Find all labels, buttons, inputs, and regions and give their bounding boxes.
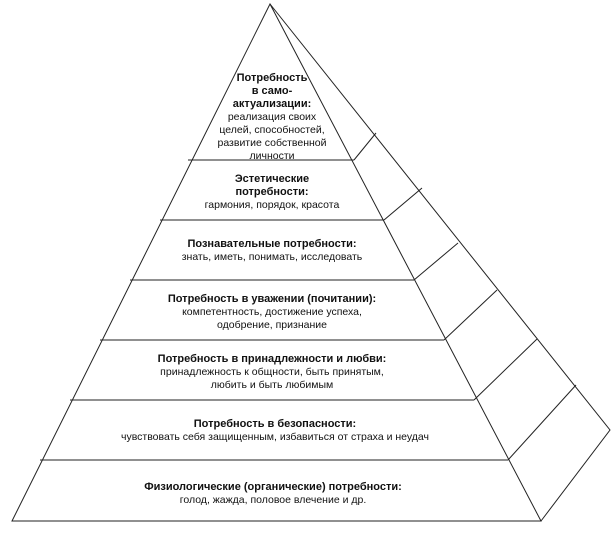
level-esteem: Потребность в уважении (почитании): комп… bbox=[105, 293, 439, 332]
side-divider-5 bbox=[473, 338, 538, 401]
side-divider-1 bbox=[353, 132, 377, 161]
level-title: Потребность в само- актуализации: bbox=[232, 72, 312, 110]
level-physiological: Физиологические (органические) потребнос… bbox=[30, 481, 516, 507]
level-self-actualization: Потребность в само- актуализации: реализ… bbox=[190, 72, 354, 163]
level-description: голод, жажда, половое влечение и др. bbox=[179, 494, 367, 506]
level-title: Физиологические (органические) потребнос… bbox=[144, 481, 402, 493]
level-description: реализация своих целей, способностей, ра… bbox=[217, 111, 327, 162]
level-title: Потребность в безопасности: bbox=[193, 418, 357, 430]
level-safety: Потребность в безопасности: чувствовать … bbox=[50, 418, 500, 444]
level-description: чувствовать себя защищенным, избавиться … bbox=[120, 431, 429, 443]
level-description: компетентность, достижение успеха, одобр… bbox=[182, 306, 362, 331]
side-divider-3 bbox=[413, 242, 459, 281]
level-description: принадлежность к общности, быть принятым… bbox=[160, 366, 384, 391]
pyramid-side-face bbox=[269, 3, 611, 522]
side-divider-2 bbox=[383, 187, 423, 221]
level-title: Эстетические потребности: bbox=[234, 173, 310, 198]
level-cognitive: Познавательные потребности: знать, иметь… bbox=[135, 238, 409, 264]
pyramid-front-face bbox=[11, 2, 542, 522]
level-title: Потребность в уважении (почитании): bbox=[167, 293, 377, 305]
level-belonging: Потребность в принадлежности и любви: пр… bbox=[75, 353, 469, 392]
side-divider-4 bbox=[443, 289, 498, 341]
level-description: знать, иметь, понимать, исследовать bbox=[181, 251, 363, 263]
level-title: Познавательные потребности: bbox=[187, 238, 357, 250]
level-title: Потребность в принадлежности и любви: bbox=[157, 353, 387, 365]
level-description: гармония, порядок, красота bbox=[204, 199, 340, 211]
side-divider-6 bbox=[507, 384, 577, 461]
level-aesthetic: Эстетические потребности: гармония, поря… bbox=[170, 173, 374, 212]
